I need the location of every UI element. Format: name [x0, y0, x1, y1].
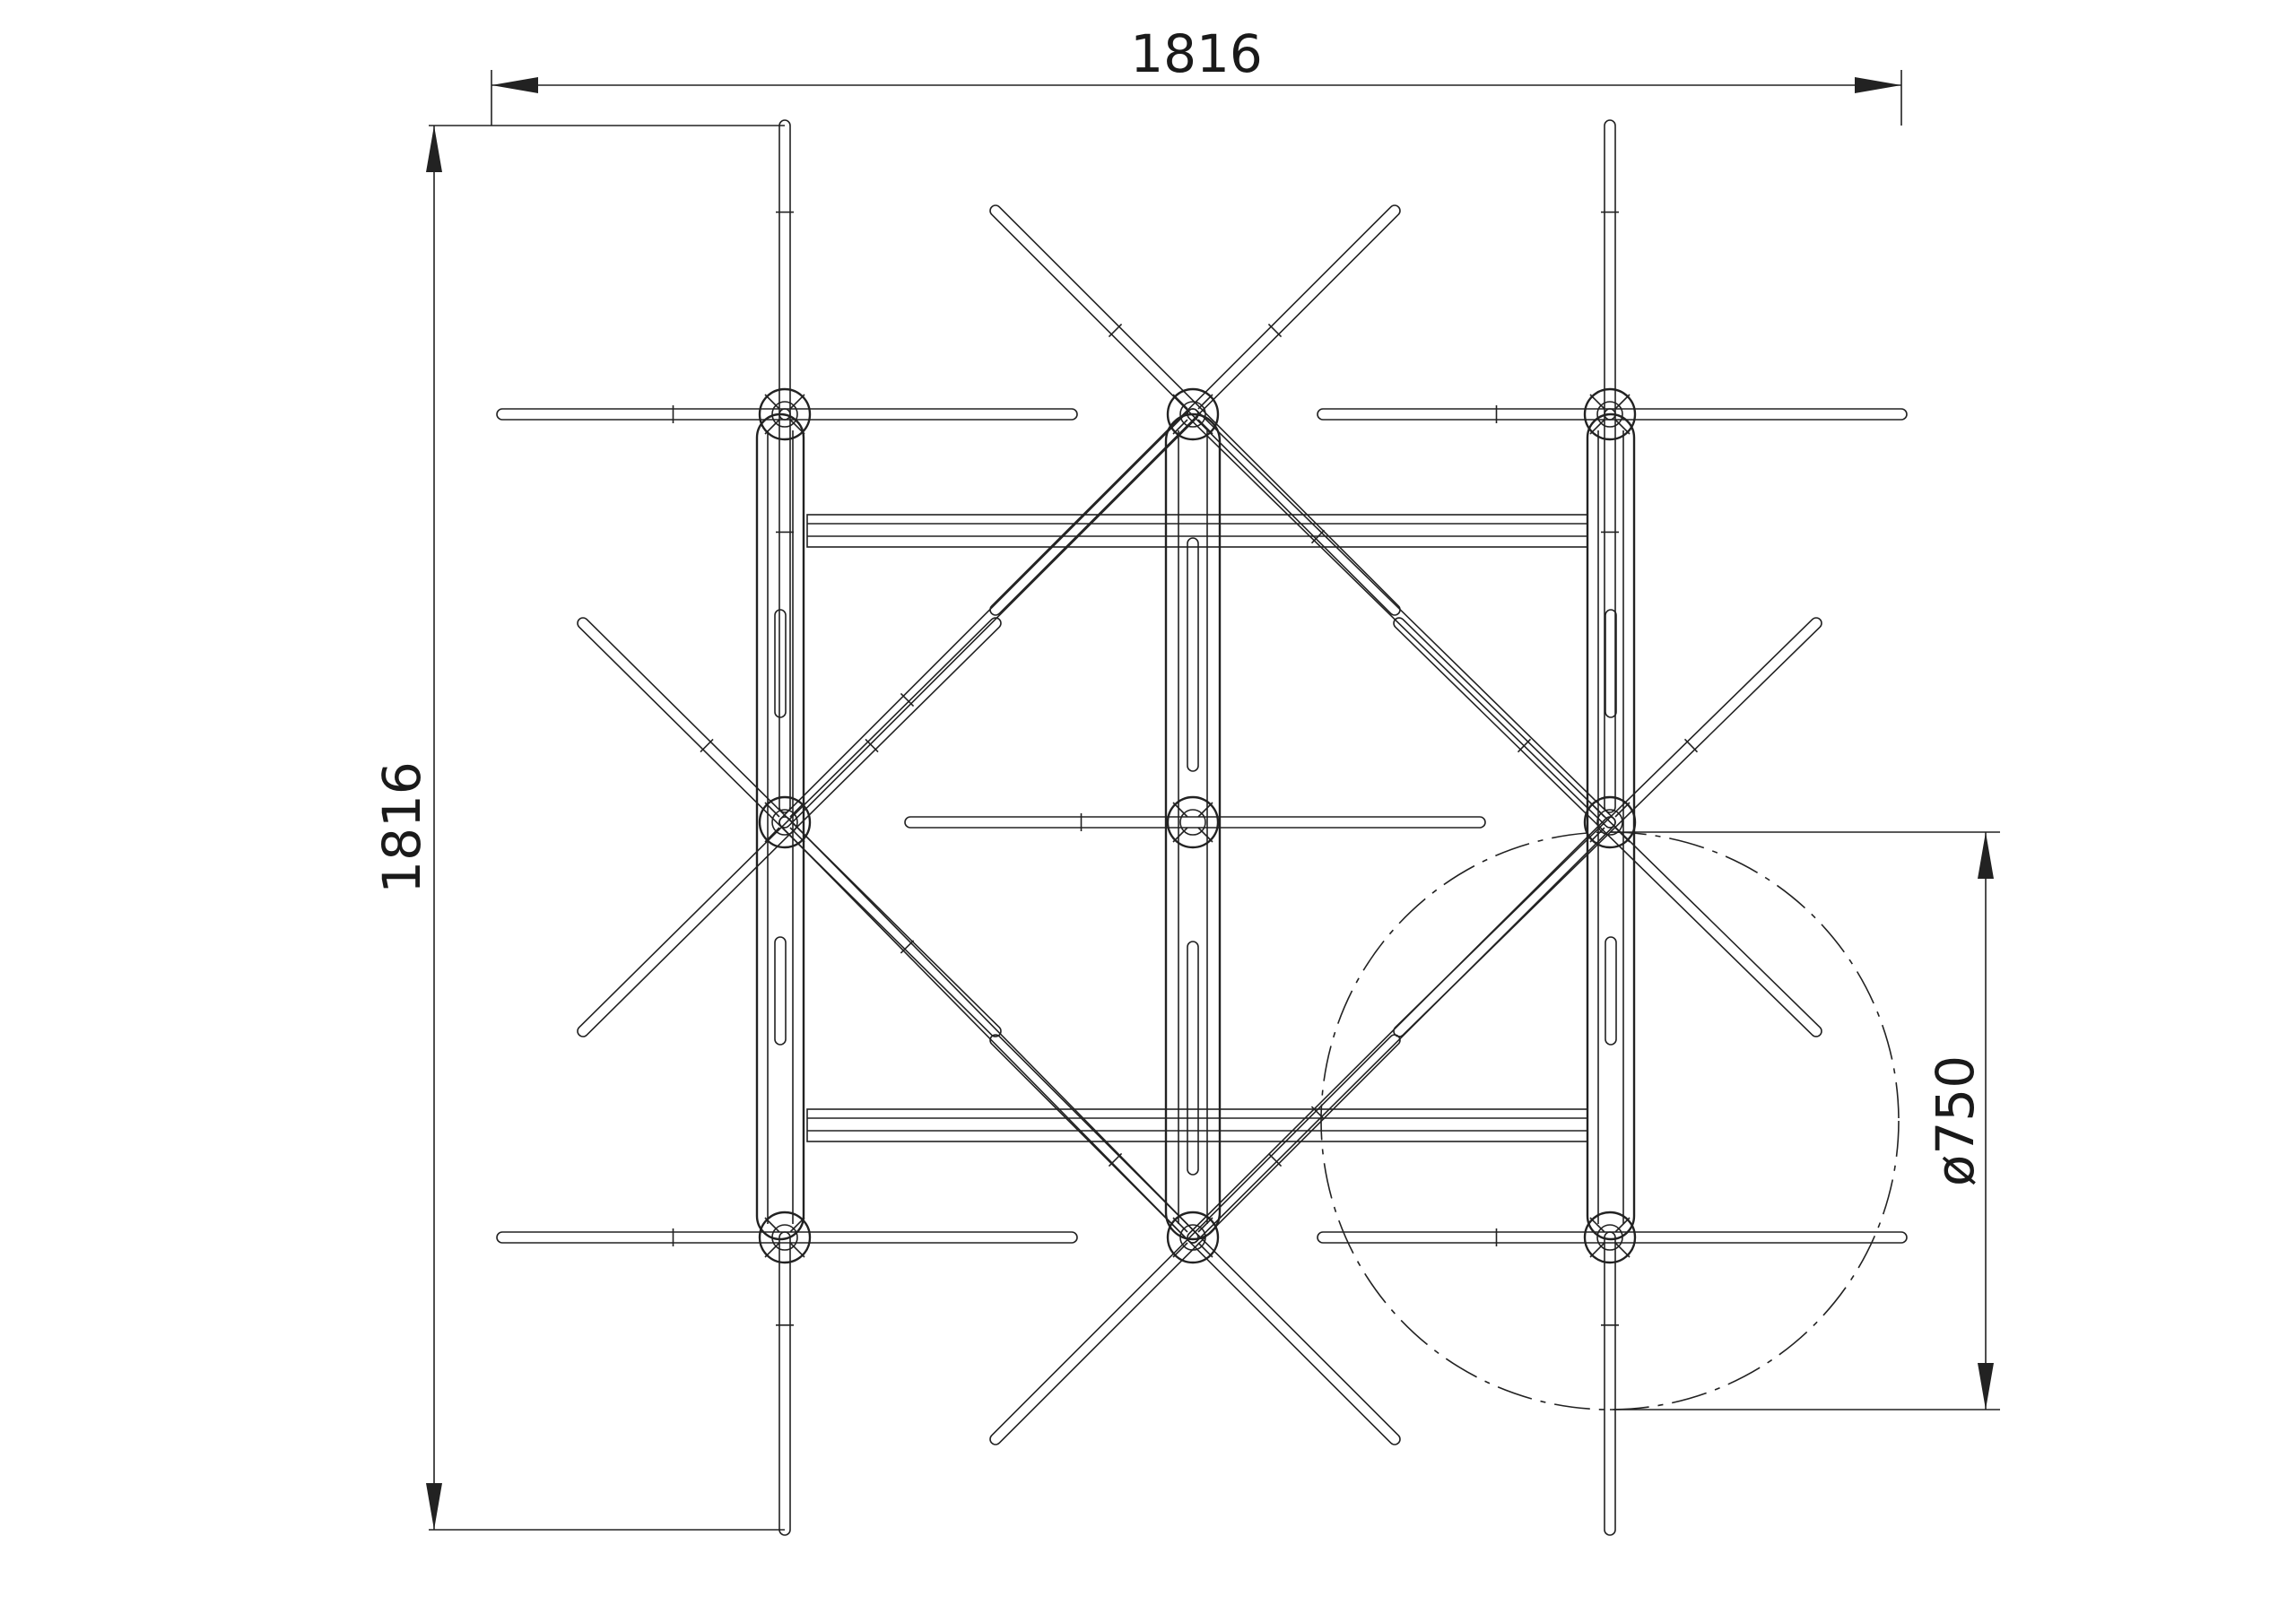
- arm-joint: [865, 738, 879, 753]
- rotor-arm: [1604, 119, 1616, 421]
- arm-joint: [1267, 323, 1283, 338]
- arm-joint: [1683, 738, 1699, 753]
- rotor-arm: [778, 408, 791, 813]
- arm-joint: [1310, 529, 1326, 544]
- rotor-arm: [778, 119, 791, 421]
- rotor-arm: [496, 1231, 1078, 1244]
- arm-joint: [700, 738, 714, 753]
- rotor-arm: [989, 204, 1401, 616]
- rotor-arm: [577, 617, 1002, 1037]
- arm-joint: [900, 940, 915, 954]
- rotor-arm: [904, 816, 1486, 829]
- vertical-beams: [755, 412, 1636, 1241]
- arm-joint: [1108, 323, 1123, 338]
- rotor-arms: [496, 119, 1908, 1536]
- arm-joint: [900, 692, 915, 707]
- rotor-arm: [1187, 816, 1616, 1244]
- rotor-arm: [1317, 408, 1908, 421]
- arm-joint: [1267, 1152, 1283, 1167]
- rotor-hub: [758, 1211, 812, 1264]
- rotor-hub: [1166, 387, 1220, 441]
- rotor-hub: [758, 387, 812, 441]
- diameter-dimension-label: ø750: [1925, 1055, 1986, 1186]
- reach-circle: [1320, 831, 1900, 1410]
- rotor-arm: [778, 816, 1199, 1244]
- rotor-arm: [1393, 617, 1822, 1037]
- height-dimension-label: 1816: [371, 761, 432, 894]
- rotor-arm: [1604, 1231, 1616, 1536]
- arm-joint: [1310, 1106, 1326, 1120]
- rotor-arm: [1317, 1231, 1908, 1244]
- diameter-dimension: ø750: [1320, 831, 2000, 1410]
- rotor-arm: [778, 408, 1199, 829]
- rotor-hub: [1166, 795, 1220, 849]
- rotor-arm: [989, 204, 1401, 616]
- rotor-hub: [1583, 387, 1637, 441]
- rotor-hub: [1583, 1211, 1637, 1264]
- width-dimension: 1816: [491, 23, 1902, 126]
- width-dimension-label: 1816: [1130, 23, 1263, 84]
- height-dimension: 1816: [371, 125, 785, 1531]
- rotor-hub: [758, 795, 812, 849]
- rotor-hub: [1583, 795, 1637, 849]
- rotor-hubs: [758, 387, 1637, 1264]
- rotor-arm: [496, 408, 1078, 421]
- rotor-arm: [778, 1231, 791, 1536]
- rotor-arm: [989, 1034, 1401, 1445]
- rotor-hub: [1166, 1211, 1220, 1264]
